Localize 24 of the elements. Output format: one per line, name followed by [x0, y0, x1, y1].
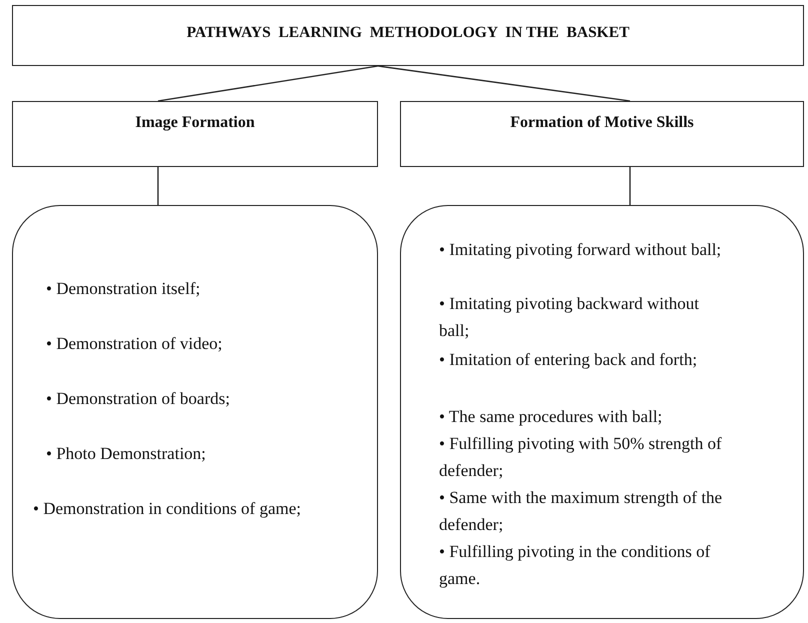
- connector-line: [378, 65, 630, 102]
- list-box: [12, 205, 378, 619]
- list-item: • Demonstration in conditions of game;: [33, 498, 302, 520]
- heading: Image Formation: [134, 114, 256, 132]
- list-item: • Demonstration itself;: [46, 278, 202, 300]
- connector-line: [157, 167, 159, 205]
- list-item: • Fulfilling pivoting in the conditions of game.: [439, 541, 712, 590]
- list-item: • Fulfilling pivoting with 50% strength of defender;: [439, 433, 723, 482]
- list-box: [400, 205, 804, 619]
- heading: Formation of Motive Skills: [509, 114, 695, 132]
- connector-line: [158, 65, 378, 102]
- title-box: [12, 5, 804, 66]
- category-box: [400, 101, 804, 167]
- list-item: • Demonstration of boards;: [46, 388, 231, 410]
- list-item: • Same with the maximum strength of the defender;: [439, 487, 724, 536]
- box-heading: PATHWAYS LEARNING METHODOLOGY IN THE BASKET: [186, 24, 630, 42]
- list-item: • Photo Demonstration;: [46, 443, 207, 465]
- list-item: • Imitation of entering back and forth;: [439, 349, 698, 371]
- list-item: • The same procedures with ball;: [439, 406, 664, 428]
- list-item: • Imitating pivoting forward without ball;: [439, 239, 722, 261]
- list-item: • Imitating pivoting backward without ball;: [439, 293, 700, 342]
- list-item: • Demonstration of video;: [46, 333, 224, 355]
- category-box: [12, 101, 378, 167]
- connector-line: [629, 167, 631, 205]
